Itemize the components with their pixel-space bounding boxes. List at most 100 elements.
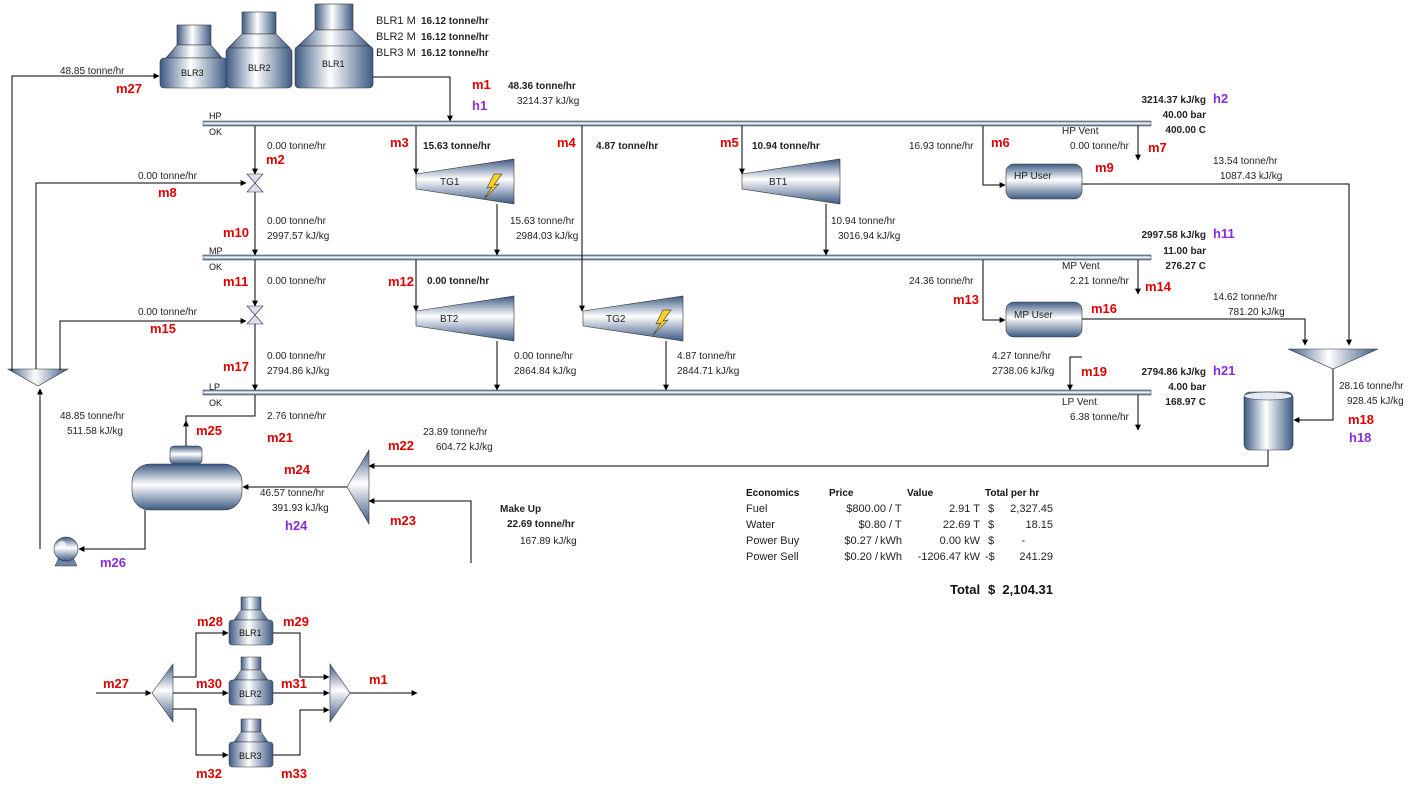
econ-row-price: $0.27 / (844, 535, 878, 547)
line-m13 (982, 260, 1006, 323)
stream-h18-label: h18 (1349, 430, 1372, 445)
stream-h24-label: h24 (285, 518, 308, 533)
mp-temperature: 276.27 C (1165, 261, 1206, 272)
m27-flow: 48.85 tonne/hr (60, 66, 125, 77)
stream-m2-label: m2 (266, 152, 285, 167)
hp-pressure: 40.00 bar (1162, 110, 1206, 121)
turbine-tg2 (582, 295, 684, 342)
econ-row-item: Fuel (746, 503, 768, 515)
stream-m10-label: m10 (223, 225, 250, 240)
econ-row-price: $800.00 (846, 503, 886, 515)
mp-user-outlet-flow: 4.27 tonne/hr (992, 351, 1051, 362)
stream-m26-label: m26 (100, 555, 127, 570)
turbine-bt1 (741, 158, 841, 205)
bolt-icon (483, 173, 503, 200)
m3-flow: 15.63 tonne/hr (423, 141, 491, 152)
blr1-mass-value: 16.12 tonne/hr (421, 16, 489, 27)
m18-flow: 28.16 tonne/hr (1339, 381, 1404, 392)
blr3-label: BLR3 (181, 68, 204, 78)
m1-enthalpy: 3214.37 kJ/kg (517, 96, 580, 107)
econ-row-item: Water (746, 519, 775, 531)
line-m16 (1082, 318, 1308, 346)
inset-boiler-blr2 (228, 656, 274, 706)
m10-enthalpy: 2997.57 kJ/kg (267, 231, 330, 242)
flow-lines (11, 73, 1352, 563)
stream-m27-label: m27 (116, 81, 143, 96)
hp-header-name: HP (209, 111, 222, 121)
valve-m11 (246, 305, 264, 325)
m17-enthalpy: 2794.86 kJ/kg (267, 366, 330, 377)
stream-m15-label: m15 (150, 321, 177, 336)
mixer-condensate (1287, 348, 1379, 370)
lp-vent-flow: 6.38 tonne/hr (1070, 412, 1129, 423)
econ-row-value: 2.91 T (949, 503, 980, 515)
bt2-outlet-flow: 0.00 tonne/hr (514, 351, 573, 362)
inset-mixer (329, 663, 351, 723)
inset-m1-label: m1 (369, 672, 388, 687)
boiler-blr1 (294, 3, 374, 89)
stream-m12-label: m12 (388, 274, 415, 289)
inset-boiler-blr1 (228, 596, 274, 646)
m12-flow: 0.00 tonne/hr (427, 276, 490, 287)
blr1-label: BLR1 (322, 59, 345, 69)
stream-m18-label: m18 (1348, 412, 1375, 427)
econ-row-currency: $ (988, 519, 995, 531)
stream-m24-label: m24 (284, 462, 311, 477)
stream-m13-label: m13 (953, 292, 980, 307)
make-up-flow: 22.69 tonne/hr (507, 519, 575, 530)
econ-row-value: 0.00 kW (939, 535, 980, 547)
m21-flow: 2.76 tonne/hr (267, 411, 326, 422)
m7-flow: 0.00 tonne/hr (1070, 141, 1129, 152)
m24-flow: 46.57 tonne/hr (260, 488, 325, 499)
m9-enthalpy: 1087.43 kJ/kg (1220, 171, 1283, 182)
inset-m32-label: m32 (196, 766, 223, 781)
inset-diagram (96, 596, 418, 768)
tg2-label: TG2 (606, 314, 626, 325)
stream-m16-label: m16 (1091, 301, 1118, 316)
inset-m33-label: m33 (281, 766, 308, 781)
boiler-blr3 (159, 24, 229, 89)
m4-flow: 4.87 tonne/hr (596, 141, 659, 152)
hp-header-status: OK (209, 127, 223, 137)
m16-flow: 14.62 tonne/hr (1213, 292, 1278, 303)
line-m22 (368, 450, 1269, 469)
bt2-label: BT2 (440, 314, 459, 325)
econ-row-total: 241.29 (1019, 551, 1053, 563)
econ-row-unit: kWh (880, 535, 902, 547)
econ-row-currency: -$ (985, 551, 995, 563)
m10-flow: 0.00 tonne/hr (267, 216, 326, 227)
stream-h1-label: h1 (472, 98, 488, 113)
line-m26 (78, 510, 146, 552)
hp-enthalpy-label: h2 (1213, 91, 1229, 106)
inset-m29-label: m29 (283, 614, 310, 629)
stream-m19-label: m19 (1081, 364, 1108, 379)
econ-row-value: -1206.47 kW (917, 551, 980, 563)
econ-row-unit: kWh (880, 551, 902, 563)
mp-header-status: OK (209, 262, 223, 272)
stream-m4-label: m4 (557, 135, 576, 150)
lp-header-status: OK (209, 398, 223, 408)
hp-user (1005, 163, 1083, 200)
econ-header-price: Price (829, 488, 854, 499)
tg1-label: TG1 (440, 177, 460, 188)
blr3-mass-value: 16.12 tonne/hr (421, 48, 489, 59)
stream-m14-label: m14 (1145, 279, 1172, 294)
stream-m7-label: m7 (1148, 140, 1167, 155)
lp-pressure: 4.00 bar (1168, 382, 1206, 393)
stream-m17-label: m17 (223, 359, 250, 374)
stream-m3-label: m3 (390, 135, 409, 150)
pump (53, 536, 79, 567)
stream-m11-label: m11 (223, 274, 249, 289)
mp-enthalpy: 2997.58 kJ/kg (1141, 230, 1207, 241)
turbine-bt2 (415, 295, 515, 342)
stream-m25-label: m25 (196, 423, 223, 438)
mp-header-name: MP (209, 246, 223, 256)
line-m6 (982, 126, 1006, 188)
bt1-outlet-flow: 10.94 tonne/hr (831, 216, 896, 227)
econ-total-label: Total (950, 582, 981, 597)
m14-flow: 2.21 tonne/hr (1070, 276, 1129, 287)
mp-header (202, 254, 1152, 261)
inset-boiler-blr3 (228, 718, 274, 768)
line-m19 (1067, 356, 1082, 391)
lp-header (202, 389, 1152, 396)
